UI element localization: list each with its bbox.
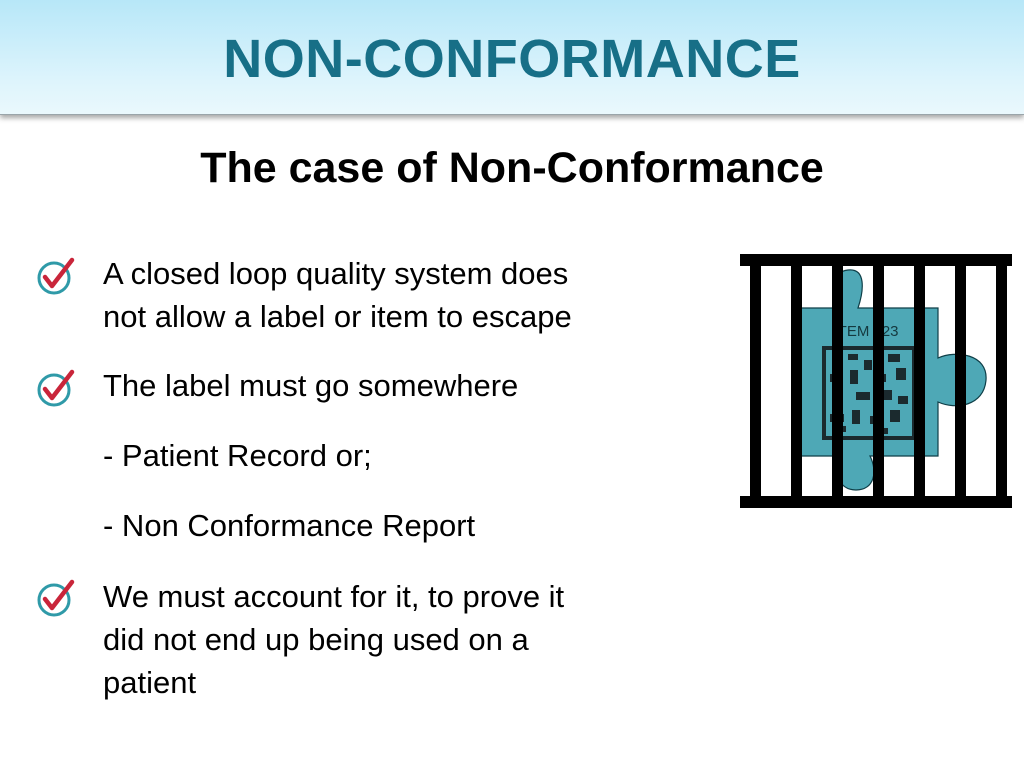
item-label: ITEM 123: [833, 323, 898, 340]
bullet-list: A closed loop quality system does not al…: [37, 256, 572, 700]
bullet-text: We must account for it, to prove it did …: [103, 579, 565, 700]
bullet-text: The label must go somewhere: [103, 368, 519, 403]
jailed-puzzle-graphic: ITEM 123: [740, 254, 1012, 508]
bullet-text: A closed loop quality system does not al…: [103, 256, 572, 334]
sub-bullet-text: - Patient Record or;: [103, 438, 372, 473]
checkmark-icon: [37, 579, 75, 617]
sub-bullet-text: - Non Conformance Report: [103, 508, 476, 543]
checkmark-icon: [37, 257, 75, 295]
jail-bars: [740, 254, 1012, 508]
slide-title: NON-CONFORMANCE: [223, 29, 801, 89]
checkmark-icon: [37, 369, 75, 407]
slide-subtitle: The case of Non-Conformance: [200, 144, 824, 192]
title-banner: [0, 0, 1024, 115]
